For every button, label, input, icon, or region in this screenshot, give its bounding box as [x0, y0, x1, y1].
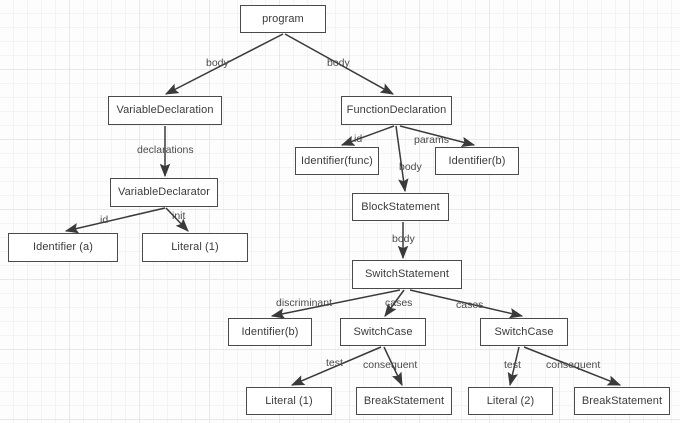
ast-node-identifier-b-params[interactable]: Identifier(b) [435, 147, 519, 175]
ast-edge-label-e10: discriminant [276, 297, 333, 309]
ast-edge-label-e9: body [392, 233, 415, 245]
ast-node-variable-declarator[interactable]: VariableDeclarator [110, 178, 218, 207]
ast-node-label: Literal (1) [265, 394, 313, 407]
ast-node-label: FunctionDeclaration [346, 104, 447, 116]
ast-node-label: BreakStatement [363, 394, 445, 407]
ast-edge-label-e16: consequent [546, 359, 601, 371]
ast-edge-label-e15: test [504, 359, 521, 371]
ast-edge-label-e11: cases [385, 297, 413, 309]
ast-node-label: SwitchCase [353, 325, 413, 338]
ast-node-label: SwitchStatement [364, 268, 450, 280]
ast-node-function-declaration[interactable]: FunctionDeclaration [341, 96, 452, 125]
ast-edge-label-e4: id [354, 133, 363, 145]
ast-node-literal-2-test[interactable]: Literal (2) [468, 387, 553, 415]
ast-node-label: BreakStatement [581, 394, 663, 407]
ast-edge-function-declaration-to-identifier-func [340, 125, 395, 146]
ast-node-label: Identifier(b) [448, 154, 506, 167]
ast-edge-label-e3: declarations [137, 144, 194, 156]
ast-node-identifier-func[interactable]: Identifier(func) [295, 147, 379, 175]
ast-edge-label-e8: init [172, 210, 186, 222]
ast-node-label: Identifier (a) [32, 241, 94, 253]
ast-node-identifier-a[interactable]: Identifier (a) [8, 233, 118, 262]
ast-node-switch-statement[interactable]: SwitchStatement [352, 260, 462, 289]
ast-node-literal-1-init[interactable]: Literal (1) [142, 233, 248, 262]
ast-node-identifier-b-discr[interactable]: Identifier(b) [228, 318, 312, 346]
ast-edge-label-e6: params [414, 134, 450, 146]
ast-node-label: Identifier(b) [241, 325, 299, 338]
ast-node-variable-declaration[interactable]: VariableDeclaration [108, 96, 222, 125]
ast-edge-label-e5: body [399, 161, 422, 173]
ast-node-program[interactable]: program [240, 5, 326, 33]
ast-node-label: VariableDeclarator [117, 186, 211, 198]
ast-node-label: Identifier(func) [301, 154, 373, 167]
ast-edge-function-declaration-to-block-statement [395, 125, 409, 193]
ast-node-label: VariableDeclaration [116, 104, 214, 116]
ast-node-label: program [262, 12, 304, 25]
ast-edge-label-e7: id [100, 214, 109, 226]
ast-node-label: Literal (1) [171, 241, 219, 253]
ast-node-switch-case-1[interactable]: SwitchCase [340, 318, 426, 346]
ast-edge-label-e2: body [327, 57, 350, 69]
ast-node-break-statement-1[interactable]: BreakStatement [356, 387, 452, 415]
ast-node-literal-1-test[interactable]: Literal (1) [246, 387, 332, 415]
ast-node-switch-case-2[interactable]: SwitchCase [480, 318, 568, 346]
ast-edge-label-e14: consequent [363, 359, 418, 371]
ast-edge-variable-declarator-to-identifier-a [64, 207, 166, 234]
ast-node-break-statement-2[interactable]: BreakStatement [574, 387, 670, 415]
ast-node-block-statement[interactable]: BlockStatement [352, 193, 449, 221]
ast-edge-label-e12: cases [456, 299, 484, 311]
ast-node-label: Literal (2) [486, 394, 535, 407]
ast-edge-label-e13: test [326, 357, 343, 369]
ast-node-label: BlockStatement [361, 200, 440, 213]
ast-edge-label-e1: body [206, 57, 229, 69]
ast-node-label: SwitchCase [494, 325, 554, 338]
